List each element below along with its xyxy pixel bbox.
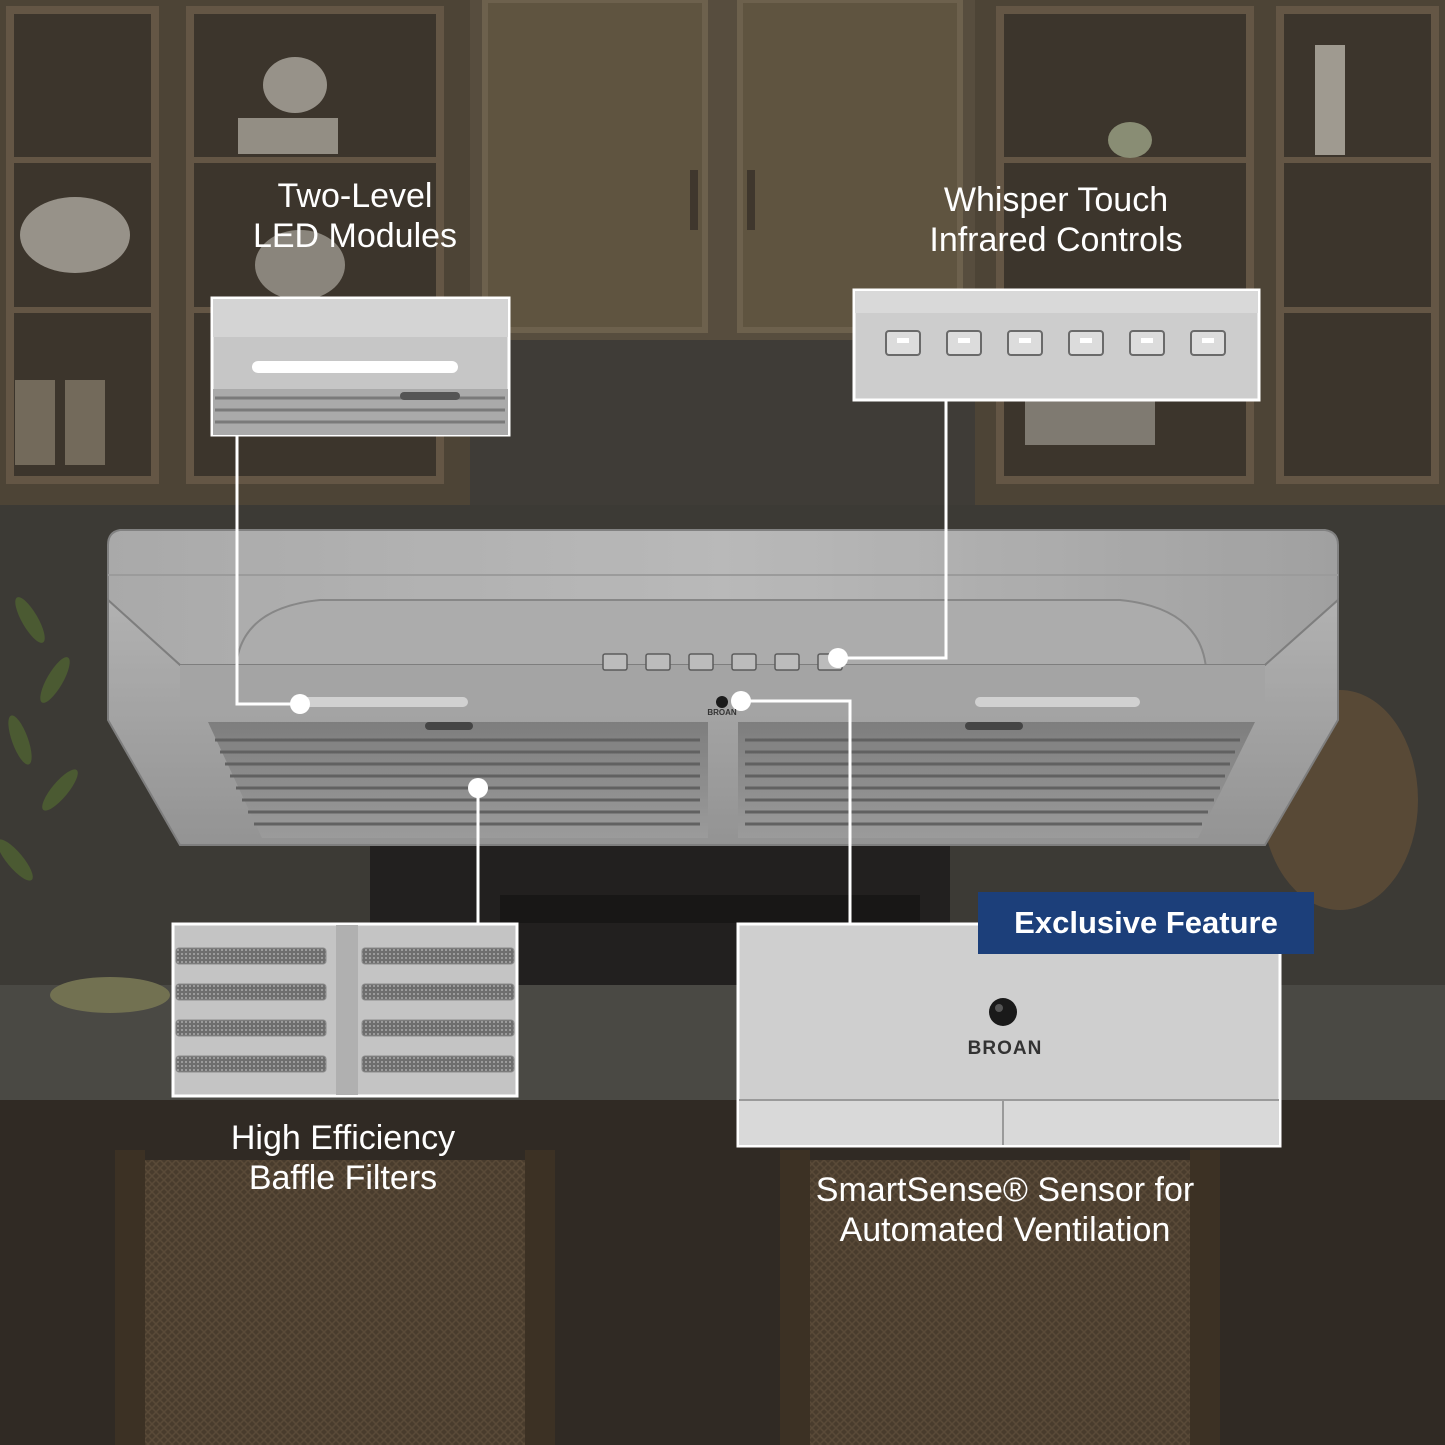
filters-callout-dot	[468, 778, 488, 798]
led-light-left	[296, 697, 468, 707]
inset-controls	[852, 288, 1261, 402]
controls-callout-dot	[828, 648, 848, 668]
callout-leaders	[235, 400, 948, 924]
upper-cabinets	[0, 0, 1445, 505]
inset-baffle-filter	[171, 922, 519, 1098]
bar-stools	[115, 1150, 1220, 1445]
led-callout-dot	[290, 694, 310, 714]
smartsense-label: SmartSense® Sensor for Automated Ventila…	[815, 1171, 1195, 1250]
inset-sensor	[736, 922, 1282, 1148]
led-modules-label: Two-Level LED Modules	[252, 177, 458, 256]
inset-led-module	[210, 296, 511, 437]
exclusive-feature-badge: Exclusive Feature	[978, 892, 1314, 954]
callout-dots	[290, 648, 848, 798]
sensor-callout-dot	[731, 691, 751, 711]
range-hood	[107, 529, 1339, 846]
led-light-right	[975, 697, 1140, 707]
controls-label: Whisper Touch Infrared Controls	[929, 181, 1183, 260]
smartsense-sensor-icon	[989, 998, 1017, 1026]
hood-brand-logo: BROAN	[707, 708, 737, 717]
baffle-filters-label: High Efficiency Baffle Filters	[230, 1119, 456, 1198]
brand-logo: BROAN	[967, 1038, 1043, 1059]
olive-plant	[0, 597, 78, 881]
